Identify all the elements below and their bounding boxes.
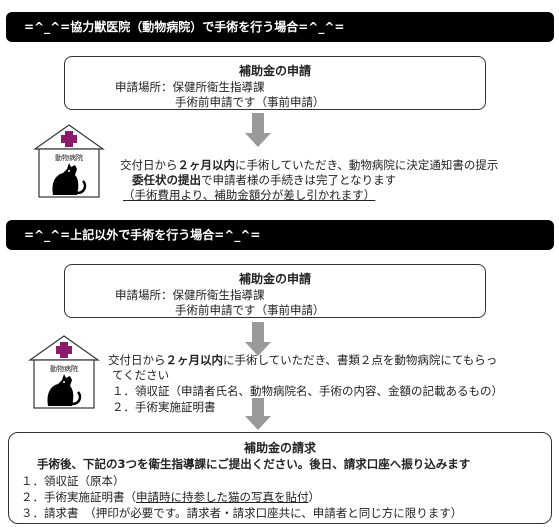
claim-item2: ２．手術実施証明書（申請時に持参した猫の写真を貼付）: [21, 490, 320, 504]
application-place: 申請場所：保健所衛生指導課: [115, 288, 265, 302]
application-timing: 手術前申請です（事前申請）: [175, 303, 325, 317]
section2-item2: ２．手術実施証明書: [112, 400, 216, 414]
application-timing: 手術前申請です（事前申請）: [175, 95, 325, 109]
claim-item3: ３．請求書 （押印が必要です。請求者・請求口座共に、申請者と同じ方に限ります）: [21, 506, 463, 520]
down-arrow-icon: [245, 322, 271, 356]
application-box-title: 補助金の申請: [238, 64, 311, 78]
application-place: 申請場所：保健所衛生指導課: [115, 80, 265, 94]
application-box-title: 補助金の申請: [238, 272, 311, 286]
down-arrow-icon: [245, 398, 271, 430]
section2-text-line1: 交付日から２ヶ月以内に手術していただき、書類２点を動物病院にてもらっ: [108, 353, 498, 367]
section2-text-line2: てください: [112, 368, 170, 382]
section2-banner: =^_^=上記以外で手術を行う場合=^_^=: [6, 220, 554, 250]
claim-subtitle: 手術後、下記の3つを衛生指導課にご提出ください。後日、請求口座へ振り込みます: [37, 457, 471, 471]
section1-text-line1: 交付日から２ヶ月以内に手術していただき、動物病院に決定通知書の提示: [120, 158, 499, 172]
section1-banner: =^_^=協力獣医院（動物病院）で手術を行う場合=^_^=: [6, 12, 554, 42]
claim-box: 補助金の請求 手術後、下記の3つを衛生指導課にご提出ください。後日、請求口座へ振…: [8, 432, 552, 524]
house-label: 動物病院: [55, 153, 83, 162]
animal-hospital-icon: 動物病院: [33, 124, 105, 198]
section2-item1: １．領収証（申請者氏名、動物病院名、手術の内容、金額の記載あるもの）: [112, 384, 503, 398]
house-label: 動物病院: [50, 364, 78, 373]
section1-text-line2: 委任状の提出で申請者様の手続きは完了となります: [132, 173, 397, 187]
section1-text-line3: （手術費用より、補助金額分が差し引かれます）: [123, 188, 376, 202]
claim-item1: １．領収証（原本）: [21, 474, 125, 488]
down-arrow-icon: [245, 113, 271, 147]
claim-title: 補助金の請求: [243, 441, 316, 455]
animal-hospital-icon: 動物病院: [28, 335, 100, 409]
application-box-1: 補助金の申請 申請場所：保健所衛生指導課 手術前申請です（事前申請）: [64, 56, 486, 110]
application-box-2: 補助金の申請 申請場所：保健所衛生指導課 手術前申請です（事前申請）: [64, 264, 486, 318]
